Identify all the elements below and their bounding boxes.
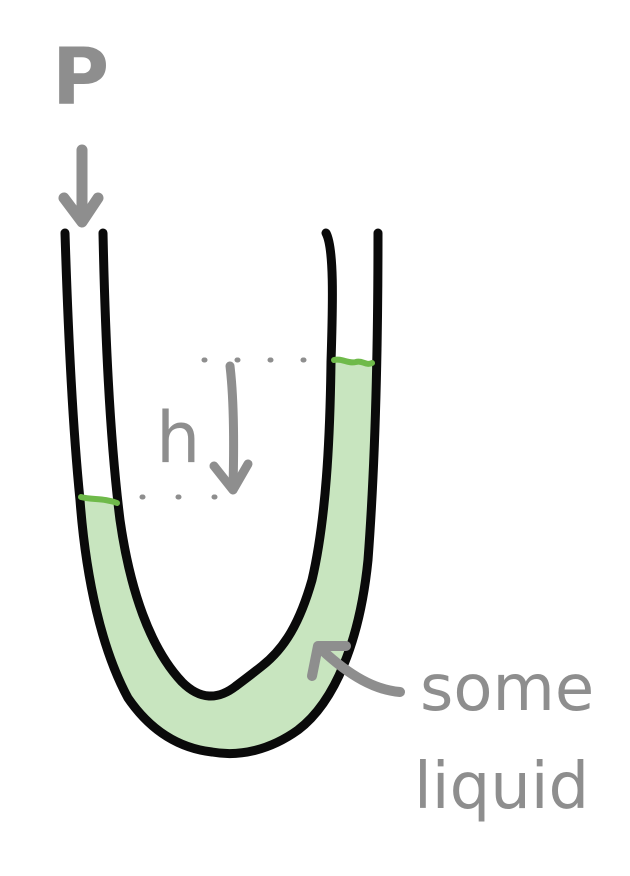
left-meniscus [78, 494, 120, 506]
liquid-label-line1: some [420, 652, 594, 726]
height-arrow-icon [209, 361, 253, 495]
liquid-label-line2: liquid [414, 750, 589, 824]
right-inner-wall [231, 228, 337, 691]
liquid-pointer-arrow-icon [307, 641, 405, 697]
right-meniscus [331, 356, 375, 367]
liquid-fill [80, 362, 373, 754]
left-inner-wall [98, 228, 241, 701]
pressure-arrow-icon [58, 144, 104, 228]
pressure-label: P [52, 33, 109, 123]
height-label: h [156, 397, 200, 479]
outer-wall [60, 228, 383, 759]
